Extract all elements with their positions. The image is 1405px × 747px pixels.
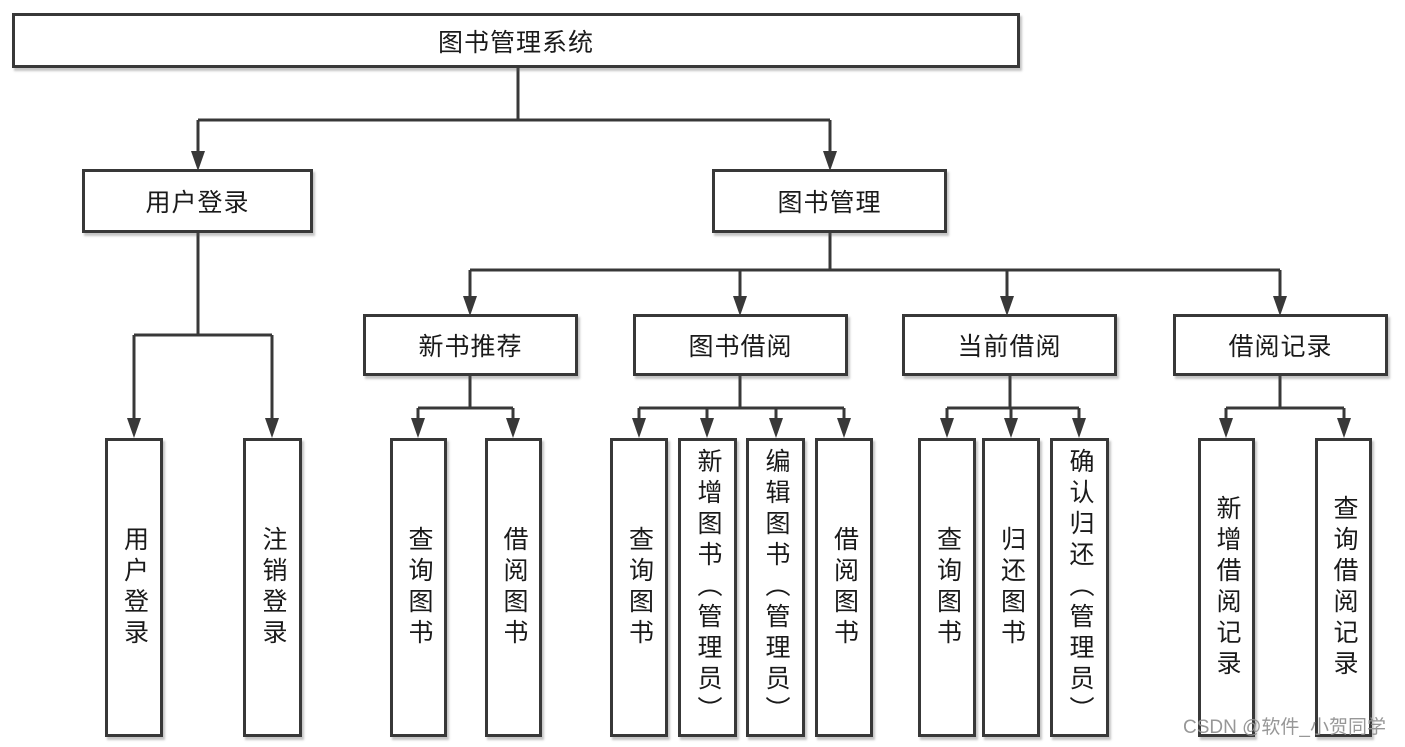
node-book-borrow: 图书借阅 [633,314,848,376]
node-label: 查询图书 [933,525,962,650]
leaf-query-borrow-record: 查询借阅记录 [1315,438,1372,737]
node-new-book-recommend: 新书推荐 [363,314,578,376]
leaf-query-books-recommend: 查询图书 [390,438,447,737]
node-borrow-records: 借阅记录 [1173,314,1388,376]
node-label: 归还图书 [997,525,1026,650]
node-current-borrow: 当前借阅 [902,314,1117,376]
leaf-add-borrow-record: 新增借阅记录 [1198,438,1255,737]
leaf-edit-book-admin: 编辑图书（管理员） [746,438,805,737]
node-label: 图书管理系统 [437,28,594,57]
tree-edges [132,68,1346,432]
leaf-user-login: 用户登录 [105,438,163,737]
node-label: 借阅图书 [830,525,859,650]
node-label: 查询借阅记录 [1330,494,1358,681]
arrowheads [127,151,1351,438]
node-label: 新增借阅记录 [1213,494,1241,681]
csdn-watermark: CSDN @软件_小贺同学 [1183,717,1386,738]
leaf-add-book-admin: 新增图书（管理员） [678,438,737,737]
node-label: 图书管理 [777,189,882,217]
leaf-borrow-books-borrow: 借阅图书 [815,438,873,737]
leaf-query-books-borrow: 查询图书 [610,438,668,737]
node-label: 查询图书 [405,525,433,650]
node-label: 确认归还（管理员） [1066,448,1094,727]
node-label: 借阅图书 [500,525,528,650]
node-label: 编辑图书（管理员） [762,448,790,727]
node-user-login: 用户登录 [82,169,313,233]
node-label: 用户登录 [120,525,149,650]
leaf-confirm-return-admin: 确认归还（管理员） [1050,438,1109,737]
leaf-return-book: 归还图书 [982,438,1040,737]
node-label: 新书推荐 [418,333,523,361]
node-label: 借阅记录 [1228,333,1333,361]
leaf-borrow-books-recommend: 借阅图书 [485,438,542,737]
leaf-logout: 注销登录 [243,438,302,737]
node-label: 注销登录 [259,525,287,650]
node-book-management: 图书管理 [712,169,947,233]
node-root: 图书管理系统 [12,13,1020,68]
node-label: 当前借阅 [957,333,1062,361]
node-label: 图书借阅 [688,333,793,361]
node-label: 新增图书（管理员） [694,448,722,727]
node-label: 查询图书 [625,525,654,650]
node-label: 用户登录 [145,189,250,217]
leaf-query-books-current: 查询图书 [918,438,976,737]
